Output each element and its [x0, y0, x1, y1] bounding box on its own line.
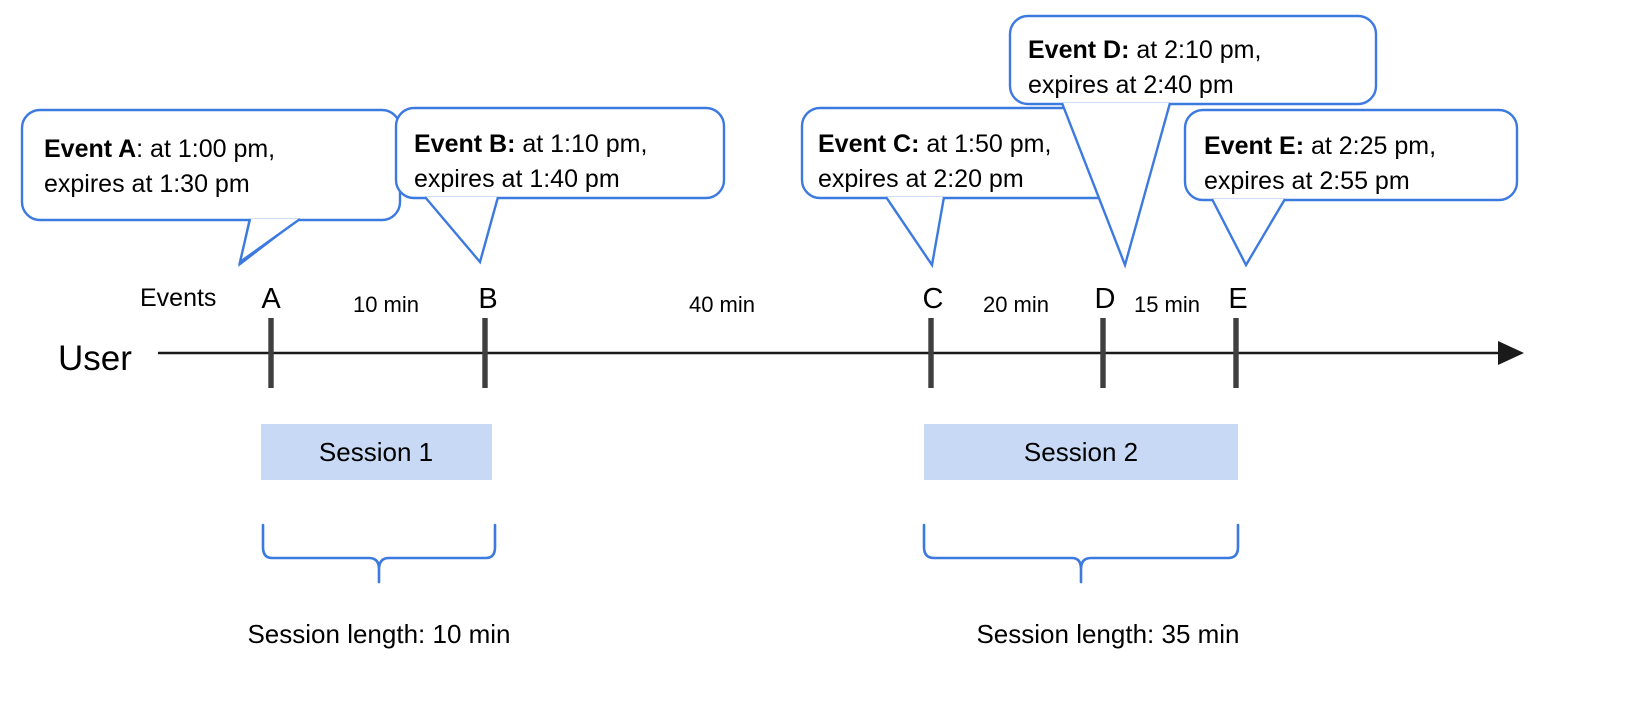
callout-d-bold: Event D:	[1028, 36, 1129, 64]
interval-label-bc: 40 min	[689, 292, 755, 317]
callout-event-b[interactable]: Event B: at 1:10 pm, expires at 1:40 pm	[394, 106, 726, 265]
session-1[interactable]: Session 1	[261, 424, 492, 480]
interval-label-ab: 10 min	[353, 292, 419, 317]
callout-b-box	[394, 106, 726, 200]
callout-d-line2: expires at 2:40 pm	[1028, 71, 1234, 99]
callout-b-tail-fill	[425, 197, 498, 262]
callout-a-box	[20, 108, 402, 222]
axis-arrow-head	[1498, 341, 1524, 365]
event-ticks	[268, 318, 1239, 388]
callout-event-d[interactable]: Event D: at 2:10 pm, expires at 2:40 pm	[1008, 14, 1378, 269]
callout-a-line1: Event A: at 1:00 pm,	[44, 135, 275, 163]
session-1-brace: Session length: 10 min	[247, 523, 511, 649]
callout-e-rest: at 2:25 pm,	[1304, 132, 1436, 160]
session-2-label: Session 2	[1024, 437, 1138, 467]
interval-label-cd: 20 min	[983, 292, 1049, 317]
callout-event-e[interactable]: Event E: at 2:25 pm, expires at 2:55 pm	[1183, 108, 1519, 268]
callout-c-tail-fill	[886, 197, 944, 265]
session-1-label: Session 1	[319, 437, 433, 467]
callout-d-line1: Event D: at 2:10 pm,	[1028, 36, 1261, 64]
event-label-d: D	[1095, 283, 1116, 315]
user-lane-label: User	[58, 339, 132, 378]
callout-b-line1: Event B: at 1:10 pm,	[414, 130, 647, 158]
event-label-e: E	[1228, 283, 1247, 315]
callout-a-line2: expires at 1:30 pm	[44, 170, 250, 198]
callout-a-tail-stroke	[238, 218, 301, 265]
callout-c-rest: at 1:50 pm,	[919, 130, 1051, 158]
session-1-rect	[261, 424, 492, 480]
brace-1-path	[261, 523, 497, 584]
session-2-length-label: Session length: 35 min	[976, 619, 1239, 649]
event-label-b: B	[478, 283, 497, 315]
callout-e-line2: expires at 2:55 pm	[1204, 167, 1410, 195]
event-label-a: A	[261, 283, 281, 315]
interval-label-de: 15 min	[1134, 292, 1200, 317]
callout-c-tail	[885, 196, 946, 269]
callout-d-tail-fill	[1062, 103, 1170, 265]
callout-a-bold: Event A	[44, 135, 136, 163]
callout-b-line2: expires at 1:40 pm	[414, 165, 620, 193]
session-2-brace: Session length: 35 min	[922, 523, 1240, 649]
callout-e-tail-fill	[1212, 199, 1285, 265]
callout-e-tail	[1210, 198, 1287, 268]
session-2-rect	[924, 424, 1238, 480]
callout-a-rest: : at 1:00 pm,	[136, 135, 275, 163]
session-2[interactable]: Session 2	[924, 424, 1238, 480]
callout-e-bold: Event E:	[1204, 132, 1304, 160]
callout-e-line1: Event E: at 2:25 pm,	[1204, 132, 1436, 160]
callout-e-box	[1183, 108, 1519, 202]
callout-d-rest: at 2:10 pm,	[1129, 36, 1261, 64]
brace-2-path	[922, 523, 1240, 584]
callout-d-box	[1008, 14, 1378, 106]
callout-b-bold: Event B:	[414, 130, 515, 158]
callout-b-rest: at 1:10 pm,	[515, 130, 647, 158]
timeline-axis	[158, 341, 1524, 365]
events-lane-label: Events	[140, 284, 216, 312]
callout-d-tail	[1060, 102, 1172, 269]
callout-c-line1: Event C: at 1:50 pm,	[818, 130, 1051, 158]
callout-c-bold: Event C:	[818, 130, 919, 158]
event-label-c: C	[923, 283, 944, 315]
callout-event-a[interactable]: Event A: at 1:00 pm, expires at 1:30 pm	[20, 108, 402, 267]
callout-b-tail	[424, 196, 500, 265]
callout-event-c[interactable]: Event C: at 1:50 pm, expires at 2:20 pm	[800, 106, 1136, 269]
callout-c-line2: expires at 2:20 pm	[818, 165, 1024, 193]
session-1-length-label: Session length: 10 min	[247, 619, 510, 649]
